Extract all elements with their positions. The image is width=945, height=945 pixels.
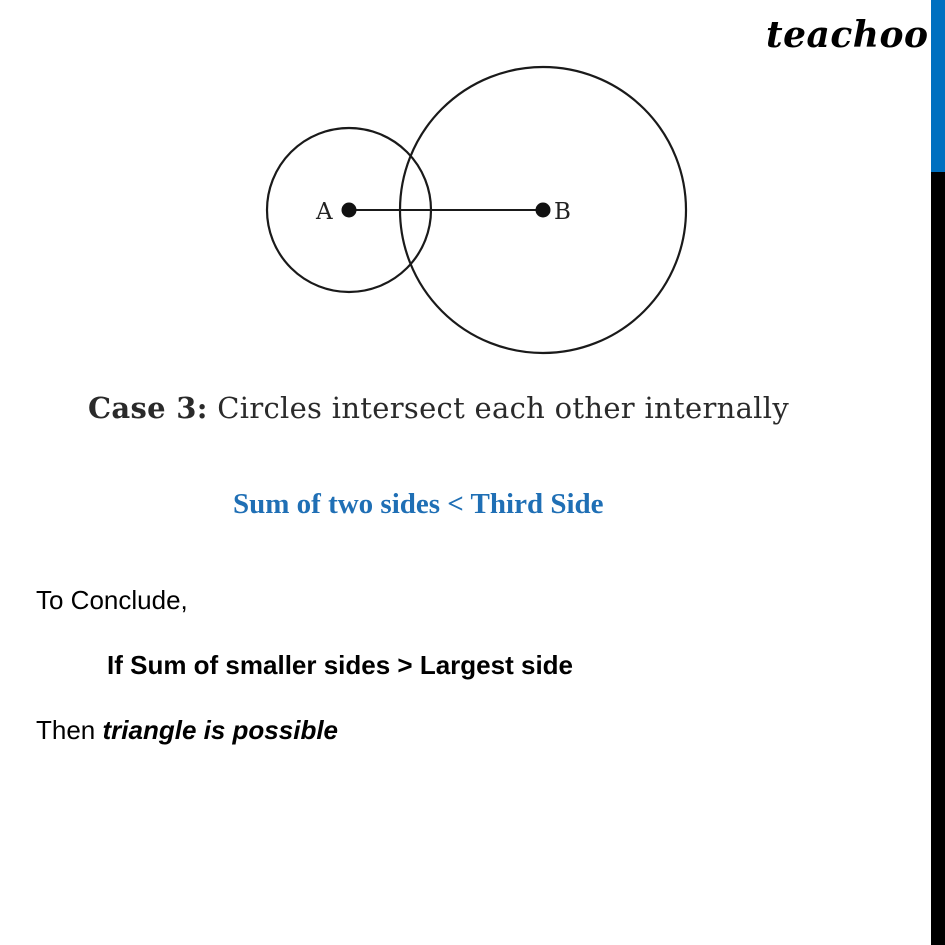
point-b-dot xyxy=(535,202,551,218)
sidebar-dark-bar xyxy=(931,172,945,945)
point-b-label: B xyxy=(554,199,571,225)
conclusion-result: Then triangle is possible xyxy=(36,715,338,746)
point-a-dot xyxy=(341,202,357,218)
then-prefix: Then xyxy=(36,715,103,745)
then-result: triangle is possible xyxy=(102,715,339,745)
conclusion-condition: If Sum of smaller sides > Largest side xyxy=(107,650,574,680)
case-description: Circles intersect each other internally xyxy=(207,391,790,425)
inequality-heading: Sum of two sides < Third Side xyxy=(233,488,604,520)
case-label: Case 3: xyxy=(88,391,208,425)
teachoo-logo: teachoo xyxy=(766,14,929,56)
point-a-label: A xyxy=(315,199,333,225)
sidebar-accent-bar xyxy=(931,0,945,172)
case-caption: Case 3: Circles intersect each other int… xyxy=(88,391,789,425)
intersecting-circles-diagram: A B xyxy=(265,65,688,355)
conclusion-intro: To Conclude, xyxy=(36,585,188,615)
